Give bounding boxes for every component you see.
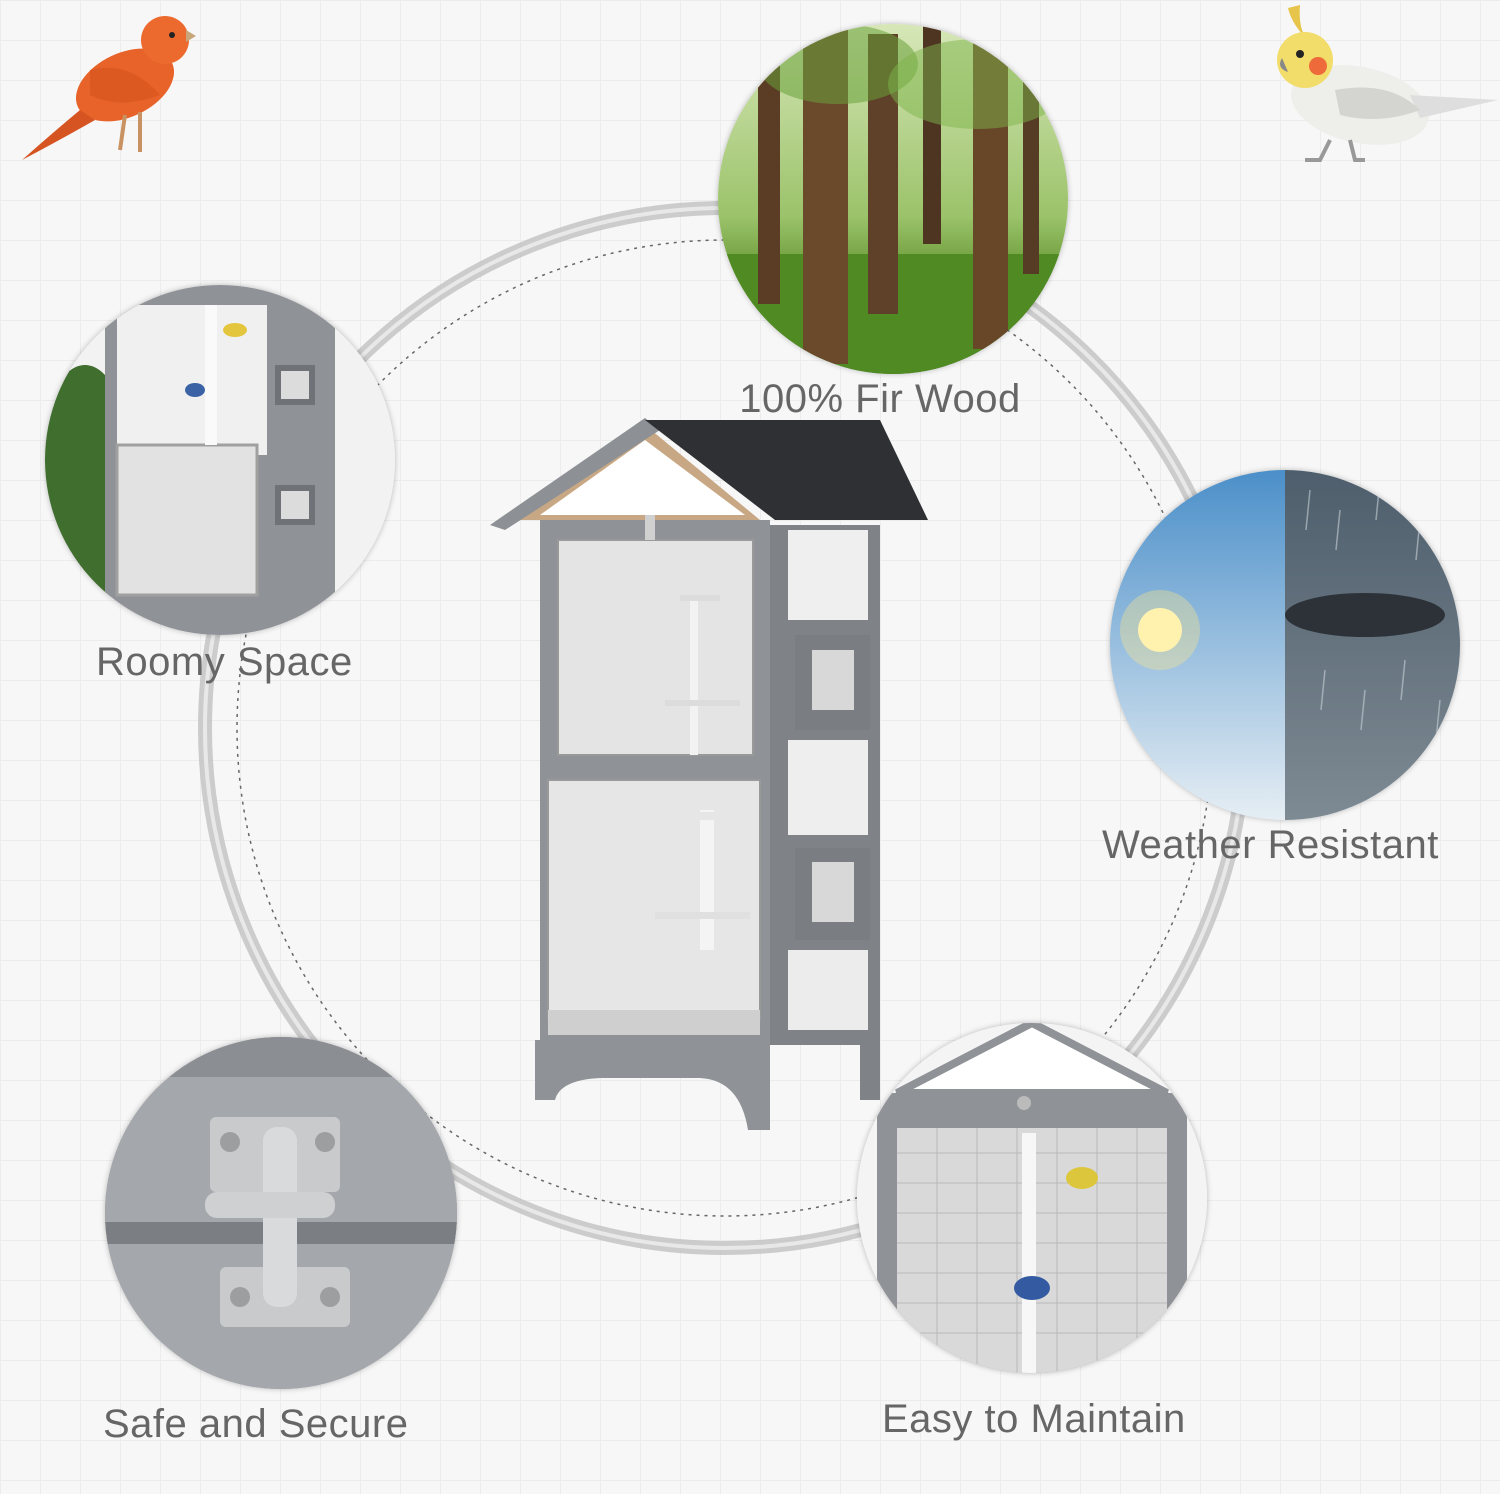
- cage-interior-photo: [45, 285, 395, 635]
- feature-label-weather-resistant: Weather Resistant: [1102, 823, 1439, 867]
- cage-door-birds-photo: [857, 1023, 1207, 1373]
- feature-label-safe-secure: Safe and Secure: [103, 1402, 409, 1446]
- feature-label-fir-wood: 100% Fir Wood: [739, 377, 1021, 421]
- forest-photo: [718, 24, 1068, 374]
- sun-rain-photo: [1110, 470, 1460, 820]
- feature-label-easy-maintain: Easy to Maintain: [882, 1397, 1186, 1441]
- feature-label-roomy-space: Roomy Space: [96, 640, 353, 684]
- door-latch-photo: [105, 1037, 457, 1389]
